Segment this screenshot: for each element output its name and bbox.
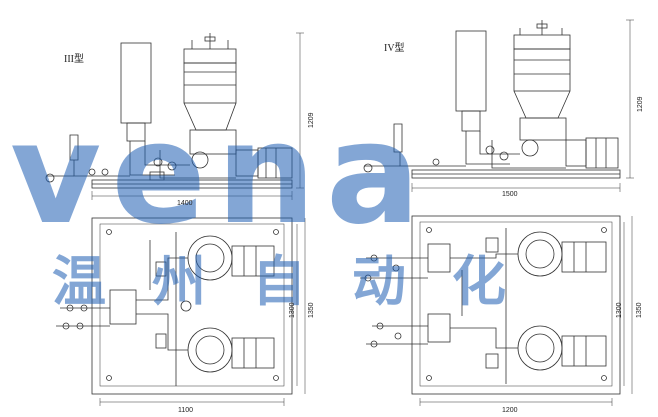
right-width-dim: 1500 — [502, 191, 518, 198]
right-plan-dimensions — [419, 216, 633, 406]
left-plan-view — [56, 217, 293, 395]
right-elevation-view — [363, 20, 621, 179]
left-width-dim: 1400 — [177, 200, 193, 207]
watermark-latin: vena — [10, 93, 430, 256]
left-height-dim: 1209 — [308, 112, 315, 128]
watermark-chinese: 温州自动化 — [52, 250, 552, 313]
right-plan-h1-dim: 1300 — [616, 302, 623, 318]
left-elevation-dimensions — [91, 32, 304, 200]
left-plan-dimensions — [99, 218, 306, 406]
right-plan-view — [360, 215, 621, 395]
type4-label: IV型 — [384, 41, 405, 54]
right-height-dim: 1209 — [637, 96, 644, 112]
watermark: vena 温州自动化 — [10, 93, 552, 313]
left-plan-width-dim: 1100 — [178, 407, 193, 414]
left-elevation-view — [45, 33, 293, 189]
right-elevation-dimensions — [411, 19, 634, 192]
right-plan-h2-dim: 1350 — [636, 302, 643, 318]
type3-label: III型 — [64, 52, 84, 65]
left-plan-h1-dim: 1300 — [289, 302, 296, 318]
left-plan-h2-dim: 1350 — [308, 302, 315, 318]
right-plan-width-dim: 1200 — [502, 407, 518, 414]
